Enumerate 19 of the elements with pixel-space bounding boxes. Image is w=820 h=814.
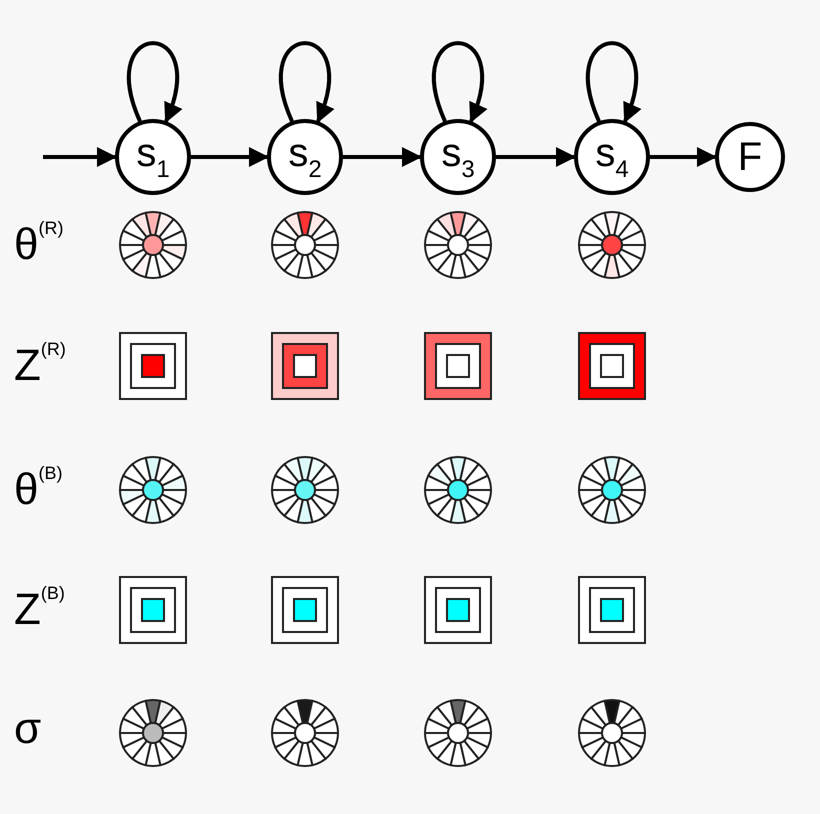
row-label: Z$^{(B)}$: [14, 584, 65, 632]
row-label: σ: [14, 707, 42, 751]
row-label: θ$^{(R)}$: [14, 219, 64, 268]
state-label: s$_{3}$: [441, 132, 475, 182]
state-label: F: [738, 137, 762, 177]
arrow: [496, 147, 576, 167]
state-label: s$_{2}$: [288, 132, 322, 182]
state-label: s$_{4}$: [595, 132, 629, 182]
arrow: [650, 147, 717, 167]
arrow: [278, 41, 334, 124]
arrow: [586, 41, 640, 124]
row-label: Z$^{(R)}$: [14, 340, 66, 388]
arrow: [191, 147, 269, 167]
row-label: θ$^{(B)}$: [14, 464, 62, 512]
arrow: [432, 41, 486, 124]
arrow: [343, 147, 422, 167]
state-label: s$_{1}$: [136, 132, 170, 182]
arrow: [126, 41, 182, 124]
arrow: [43, 147, 117, 167]
